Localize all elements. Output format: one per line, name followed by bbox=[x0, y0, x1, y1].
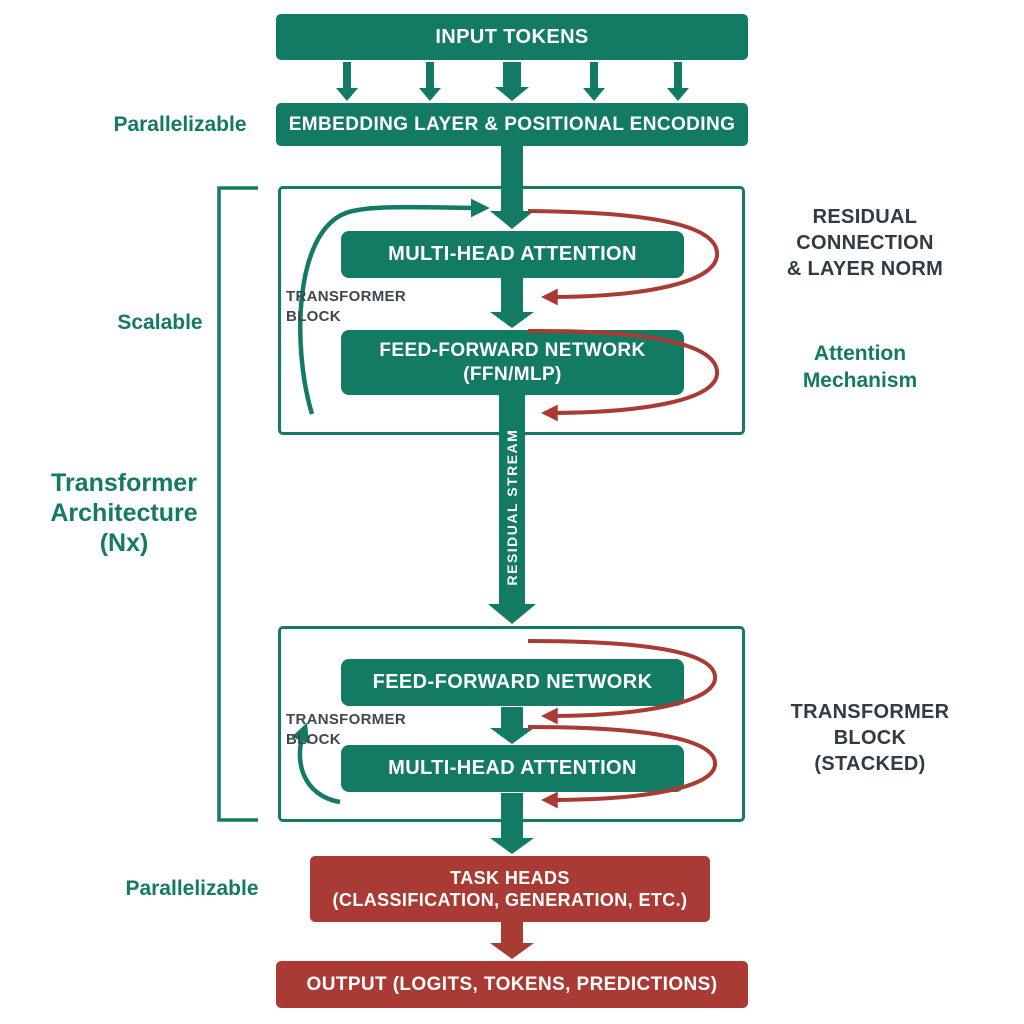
transformer-block-stacked-label: TRANSFORMER BLOCK (STACKED) bbox=[790, 701, 950, 775]
block2-feed-forward-box: FEED-FORWARD NETWORK bbox=[341, 659, 684, 706]
task-heads-to-output-arrow bbox=[490, 921, 534, 959]
token-arrow-4 bbox=[583, 62, 605, 101]
transformer-architecture-label: Transformer Architecture (Nx) bbox=[50, 469, 198, 557]
residual-stream-label: RESIDUAL STREAM bbox=[503, 428, 520, 586]
input-tokens-box: INPUT TOKENS bbox=[276, 14, 748, 60]
token-arrow-1 bbox=[336, 62, 358, 101]
block2-transformer-block-label: TRANSFORMER BLOCK bbox=[286, 711, 406, 748]
scalable-label: Scalable bbox=[117, 311, 203, 334]
attention-mechanism-label: Attention Mechanism bbox=[802, 342, 918, 393]
block1-multi-head-attention-box: MULTI-HEAD ATTENTION bbox=[341, 231, 684, 278]
architecture-bracket bbox=[217, 186, 258, 822]
block1-transformer-block-label: TRANSFORMER BLOCK bbox=[286, 288, 406, 325]
task-heads-box: TASK HEADS (CLASSIFICATION, GENERATION, … bbox=[310, 856, 710, 922]
parallelizable-label-bottom: Parallelizable bbox=[125, 877, 259, 900]
token-arrow-2 bbox=[419, 62, 441, 101]
embedding-layer-box: EMBEDDING LAYER & POSITIONAL ENCODING bbox=[276, 103, 748, 146]
residual-connection-label: RESIDUAL CONNECTION & LAYER NORM bbox=[786, 206, 944, 280]
output-box: OUTPUT (LOGITS, TOKENS, PREDICTIONS) bbox=[276, 961, 748, 1008]
parallelizable-label-top: Parallelizable bbox=[113, 113, 247, 136]
block1-feed-forward-box: FEED-FORWARD NETWORK (FFN/MLP) bbox=[341, 330, 684, 395]
block2-multi-head-attention-box: MULTI-HEAD ATTENTION bbox=[341, 745, 684, 792]
token-arrow-3 bbox=[495, 62, 529, 101]
token-arrow-5 bbox=[667, 62, 689, 101]
